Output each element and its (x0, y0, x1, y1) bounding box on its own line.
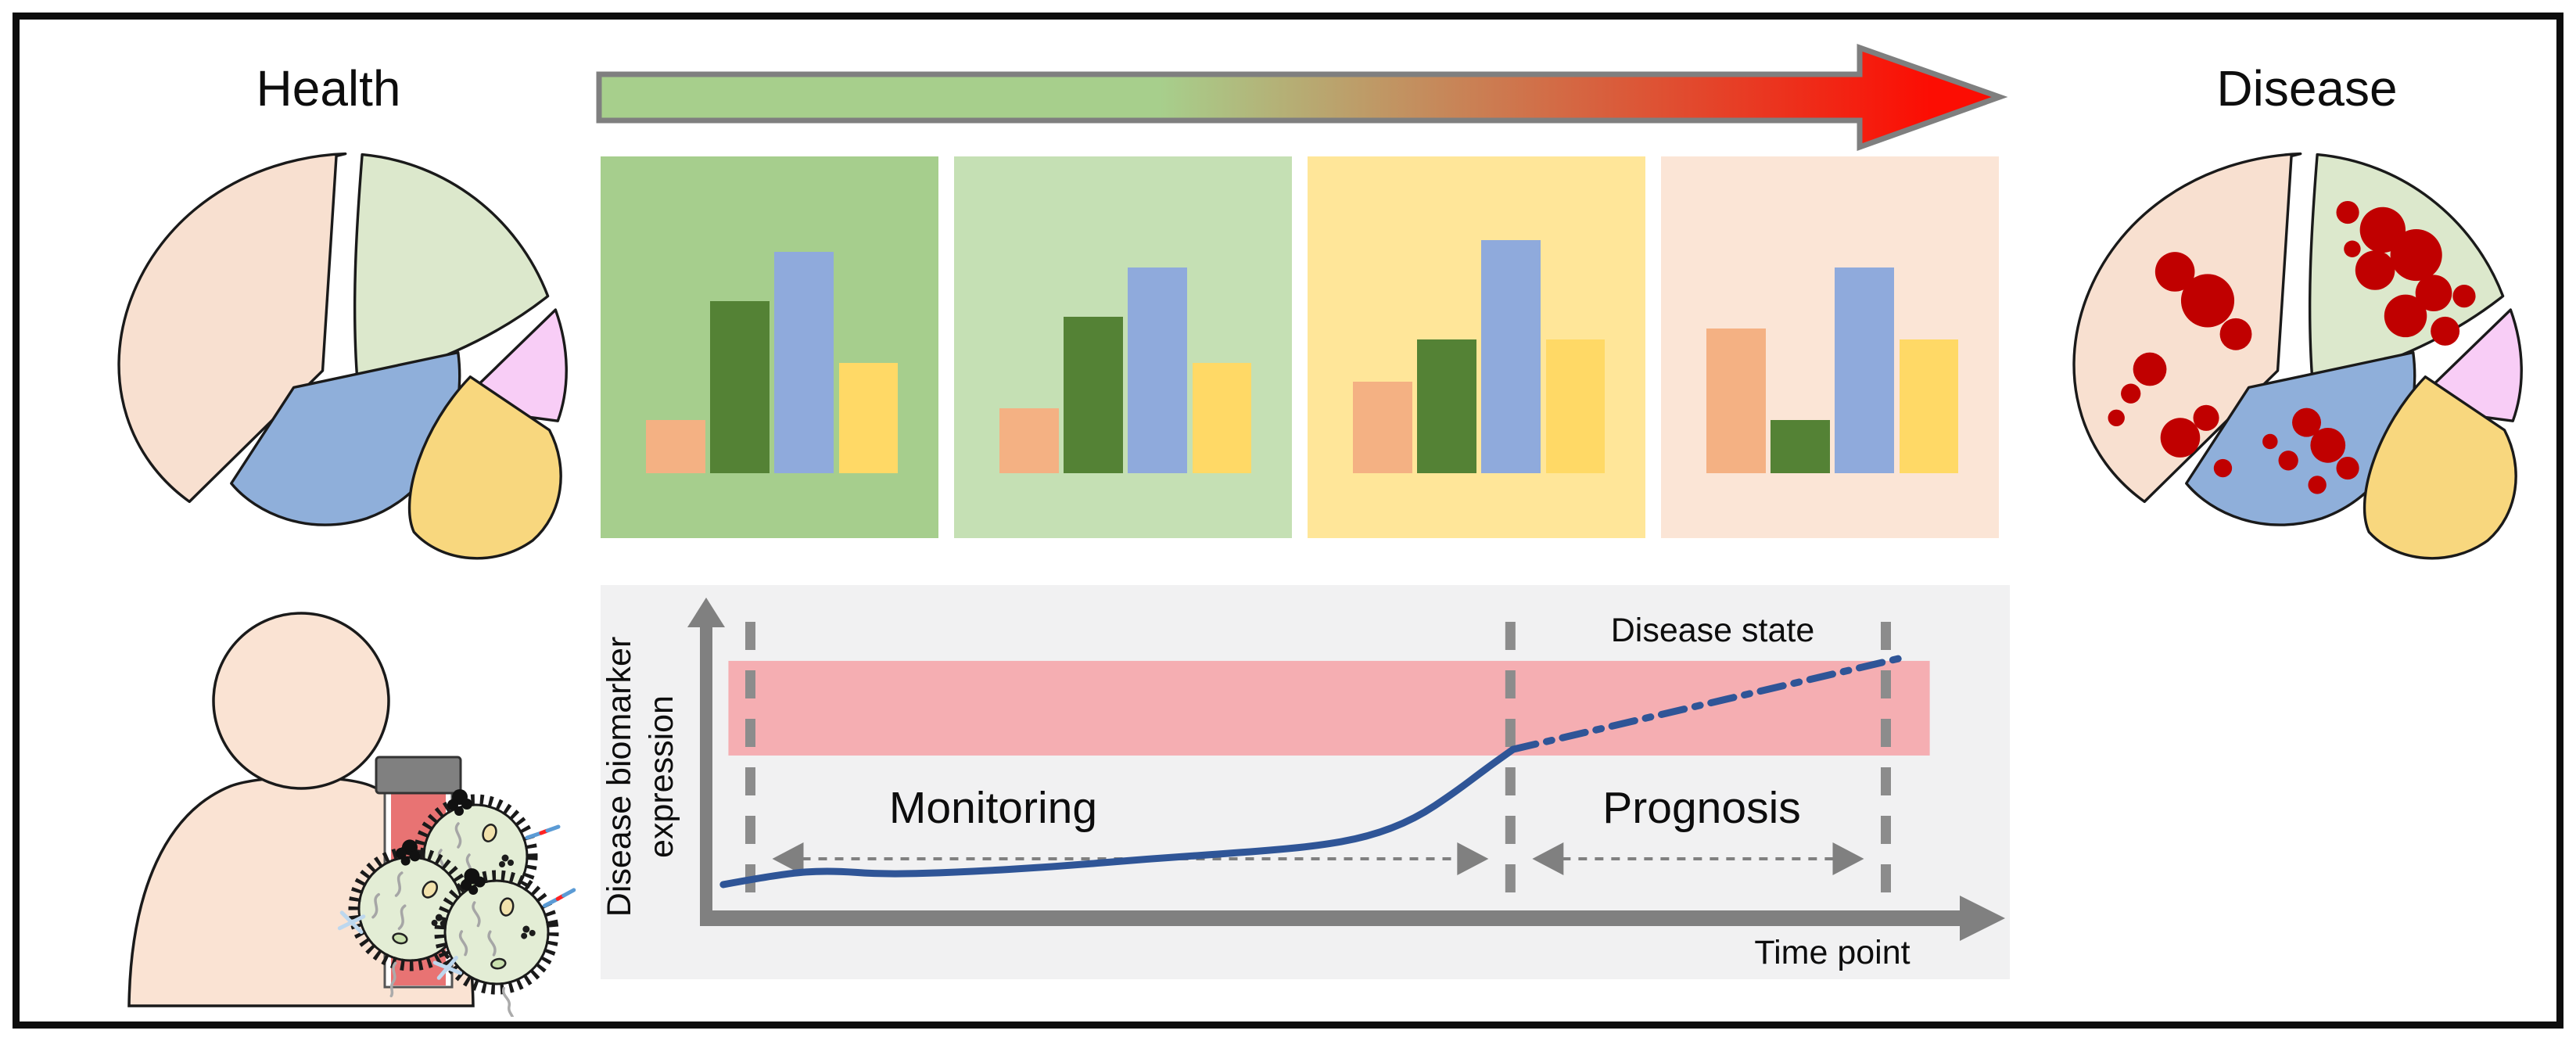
health-label: Health (256, 60, 401, 117)
biomarker-plot-panel: Disease state Monitoring Prognosis Time … (601, 585, 2010, 979)
prognosis-span-arrow (1532, 842, 1864, 875)
brain-cerebellum-lobe (407, 375, 562, 560)
plot-axes (687, 598, 2005, 941)
diseased-brain-illustration (2072, 152, 2523, 560)
tube-cap (375, 756, 462, 795)
bar-blue (774, 252, 834, 474)
stage-panel-3 (1308, 156, 1645, 538)
healthy-brain-illustration (117, 152, 568, 560)
prognosis-label: Prognosis (1602, 783, 1800, 833)
biomarker-curve-measured (719, 745, 1517, 889)
biomarker-plot: Disease state Monitoring Prognosis Time … (601, 598, 2005, 971)
bar-blue (1835, 267, 1895, 474)
person-head (212, 612, 390, 790)
bar-orange (1353, 381, 1412, 474)
brain-parietal-lobe (353, 153, 550, 386)
bar-orange (646, 419, 705, 474)
monitoring-label: Monitoring (889, 783, 1097, 833)
disease-state-band (728, 660, 1930, 756)
brain-frontal-lobe (117, 152, 347, 504)
biomarker-curve-projected (1509, 655, 1903, 753)
patient-sample-illustration (127, 612, 614, 1017)
x-axis-label: Time point (1754, 934, 1910, 971)
figure-border (13, 13, 2563, 1029)
bar-blue (1481, 240, 1541, 474)
y-axis-label-line1: Disease biomarker (601, 637, 638, 917)
bar-orange (1706, 328, 1766, 474)
x-axis-arrowhead-icon (1960, 896, 2005, 941)
disease-state-label: Disease state (1611, 612, 1815, 649)
y-axis-label-line2: expression (643, 695, 680, 858)
disease-label: Disease (2216, 60, 2398, 117)
y-axis-arrowhead-icon (687, 598, 725, 627)
monitoring-span-arrow (772, 842, 1489, 875)
span-arrows (772, 842, 1864, 875)
stage-panel-2 (954, 156, 1292, 538)
y-axis-line (700, 626, 712, 924)
stage-panel-1 (601, 156, 938, 538)
bar-yellow (1192, 362, 1252, 474)
brain-cerebellum-lobe (2363, 375, 2517, 560)
bar-dark-green (1064, 316, 1123, 474)
health-to-disease-gradient-arrow (596, 44, 2008, 151)
bar-orange (999, 408, 1059, 474)
bar-yellow (1545, 339, 1606, 474)
bar-dark-green (1771, 419, 1830, 474)
gradient-arrow-shape (596, 44, 2008, 151)
disease-lesions (2108, 200, 2476, 494)
bar-yellow (1899, 339, 1959, 474)
bar-blue (1128, 267, 1188, 474)
brain-frontal-lobe (2072, 152, 2302, 504)
bar-yellow (838, 362, 899, 474)
bar-dark-green (710, 301, 770, 474)
x-axis-line (700, 910, 1961, 926)
bar-dark-green (1417, 339, 1476, 474)
stage-panel-4 (1661, 156, 1999, 538)
